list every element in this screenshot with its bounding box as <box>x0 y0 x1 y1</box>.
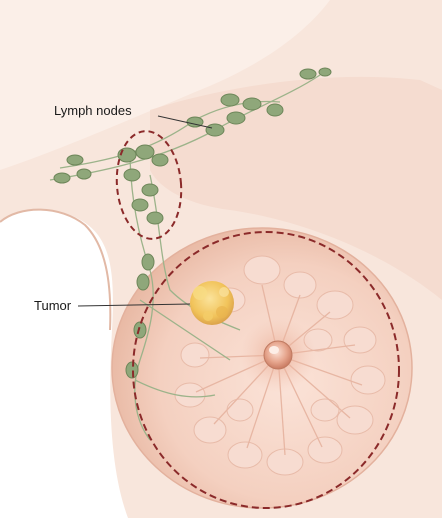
lymph-nodes-label: Lymph nodes <box>54 103 132 118</box>
nipple <box>264 341 292 369</box>
nipple-highlight <box>269 346 279 354</box>
tumor-mass <box>190 281 234 325</box>
tumor-label: Tumor <box>34 298 71 313</box>
